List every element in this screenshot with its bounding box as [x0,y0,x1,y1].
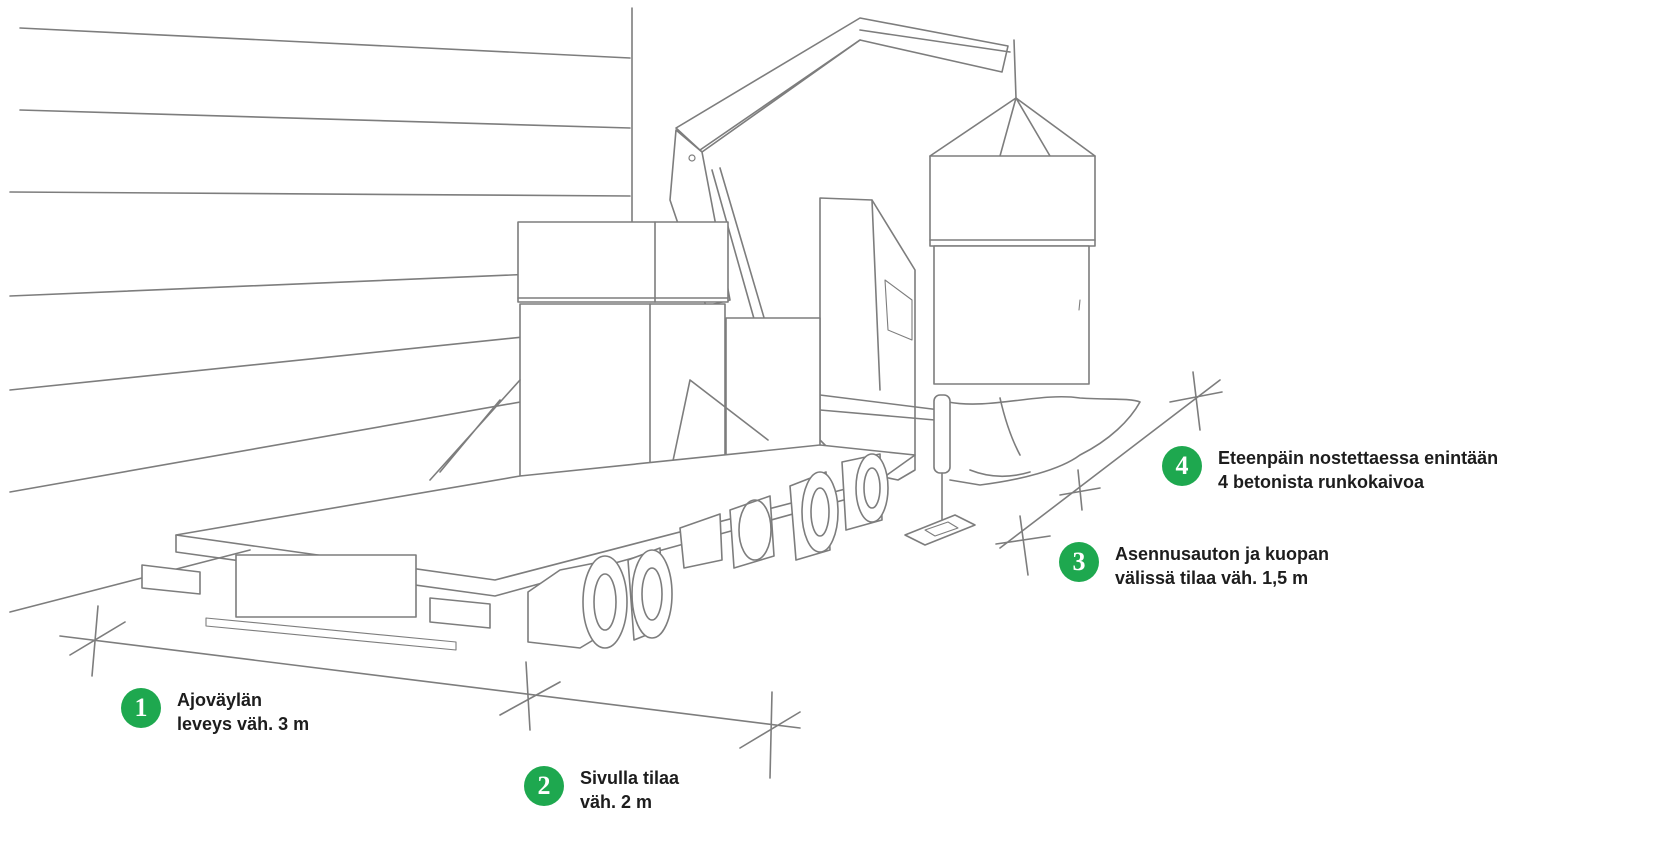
callout-line: välissä tilaa väh. 1,5 m [1115,568,1309,588]
dimension-marks [59,371,1223,779]
callout-text: Sivulla tilaa väh. 2 m [580,766,679,814]
truck-cab [819,197,941,481]
callout-line: leveys väh. 3 m [177,714,310,734]
callout-pit-distance: 3 Asennusauton ja kuopan välissä tilaa v… [1059,542,1329,590]
step-number-badge: 1 [121,688,161,728]
callout-line: Asennusauton ja kuopan [1115,544,1330,564]
manhole-ring-stack [929,39,1096,385]
truck-flatbed [141,444,916,651]
callout-side-clearance: 2 Sivulla tilaa väh. 2 m [524,766,679,814]
excavation-pit [947,395,1141,486]
step-number-badge: 2 [524,766,564,806]
callout-line: väh. 2 m [580,792,653,812]
outrigger-leg [904,394,976,546]
callout-text: Ajoväylän leveys väh. 3 m [177,688,309,736]
callout-text: Asennusauton ja kuopan välissä tilaa väh… [1115,542,1329,590]
callout-text: Eteenpäin nostettaessa enintään 4 betoni… [1218,446,1498,494]
callout-line: 4 betonista runkokaivoa [1218,472,1425,492]
callout-road-width: 1 Ajoväylän leveys väh. 3 m [121,688,309,736]
truck-cargo [429,221,821,481]
callout-line: Ajoväylän [177,690,263,710]
callout-forward-lift-limit: 4 Eteenpäin nostettaessa enintään 4 beto… [1162,446,1498,494]
step-number-badge: 3 [1059,542,1099,582]
step-number-badge: 4 [1162,446,1202,486]
callout-line: Sivulla tilaa [580,768,680,788]
building-wall [9,7,633,613]
truck-wheels [527,453,889,649]
callout-line: Eteenpäin nostettaessa enintään [1218,448,1499,468]
